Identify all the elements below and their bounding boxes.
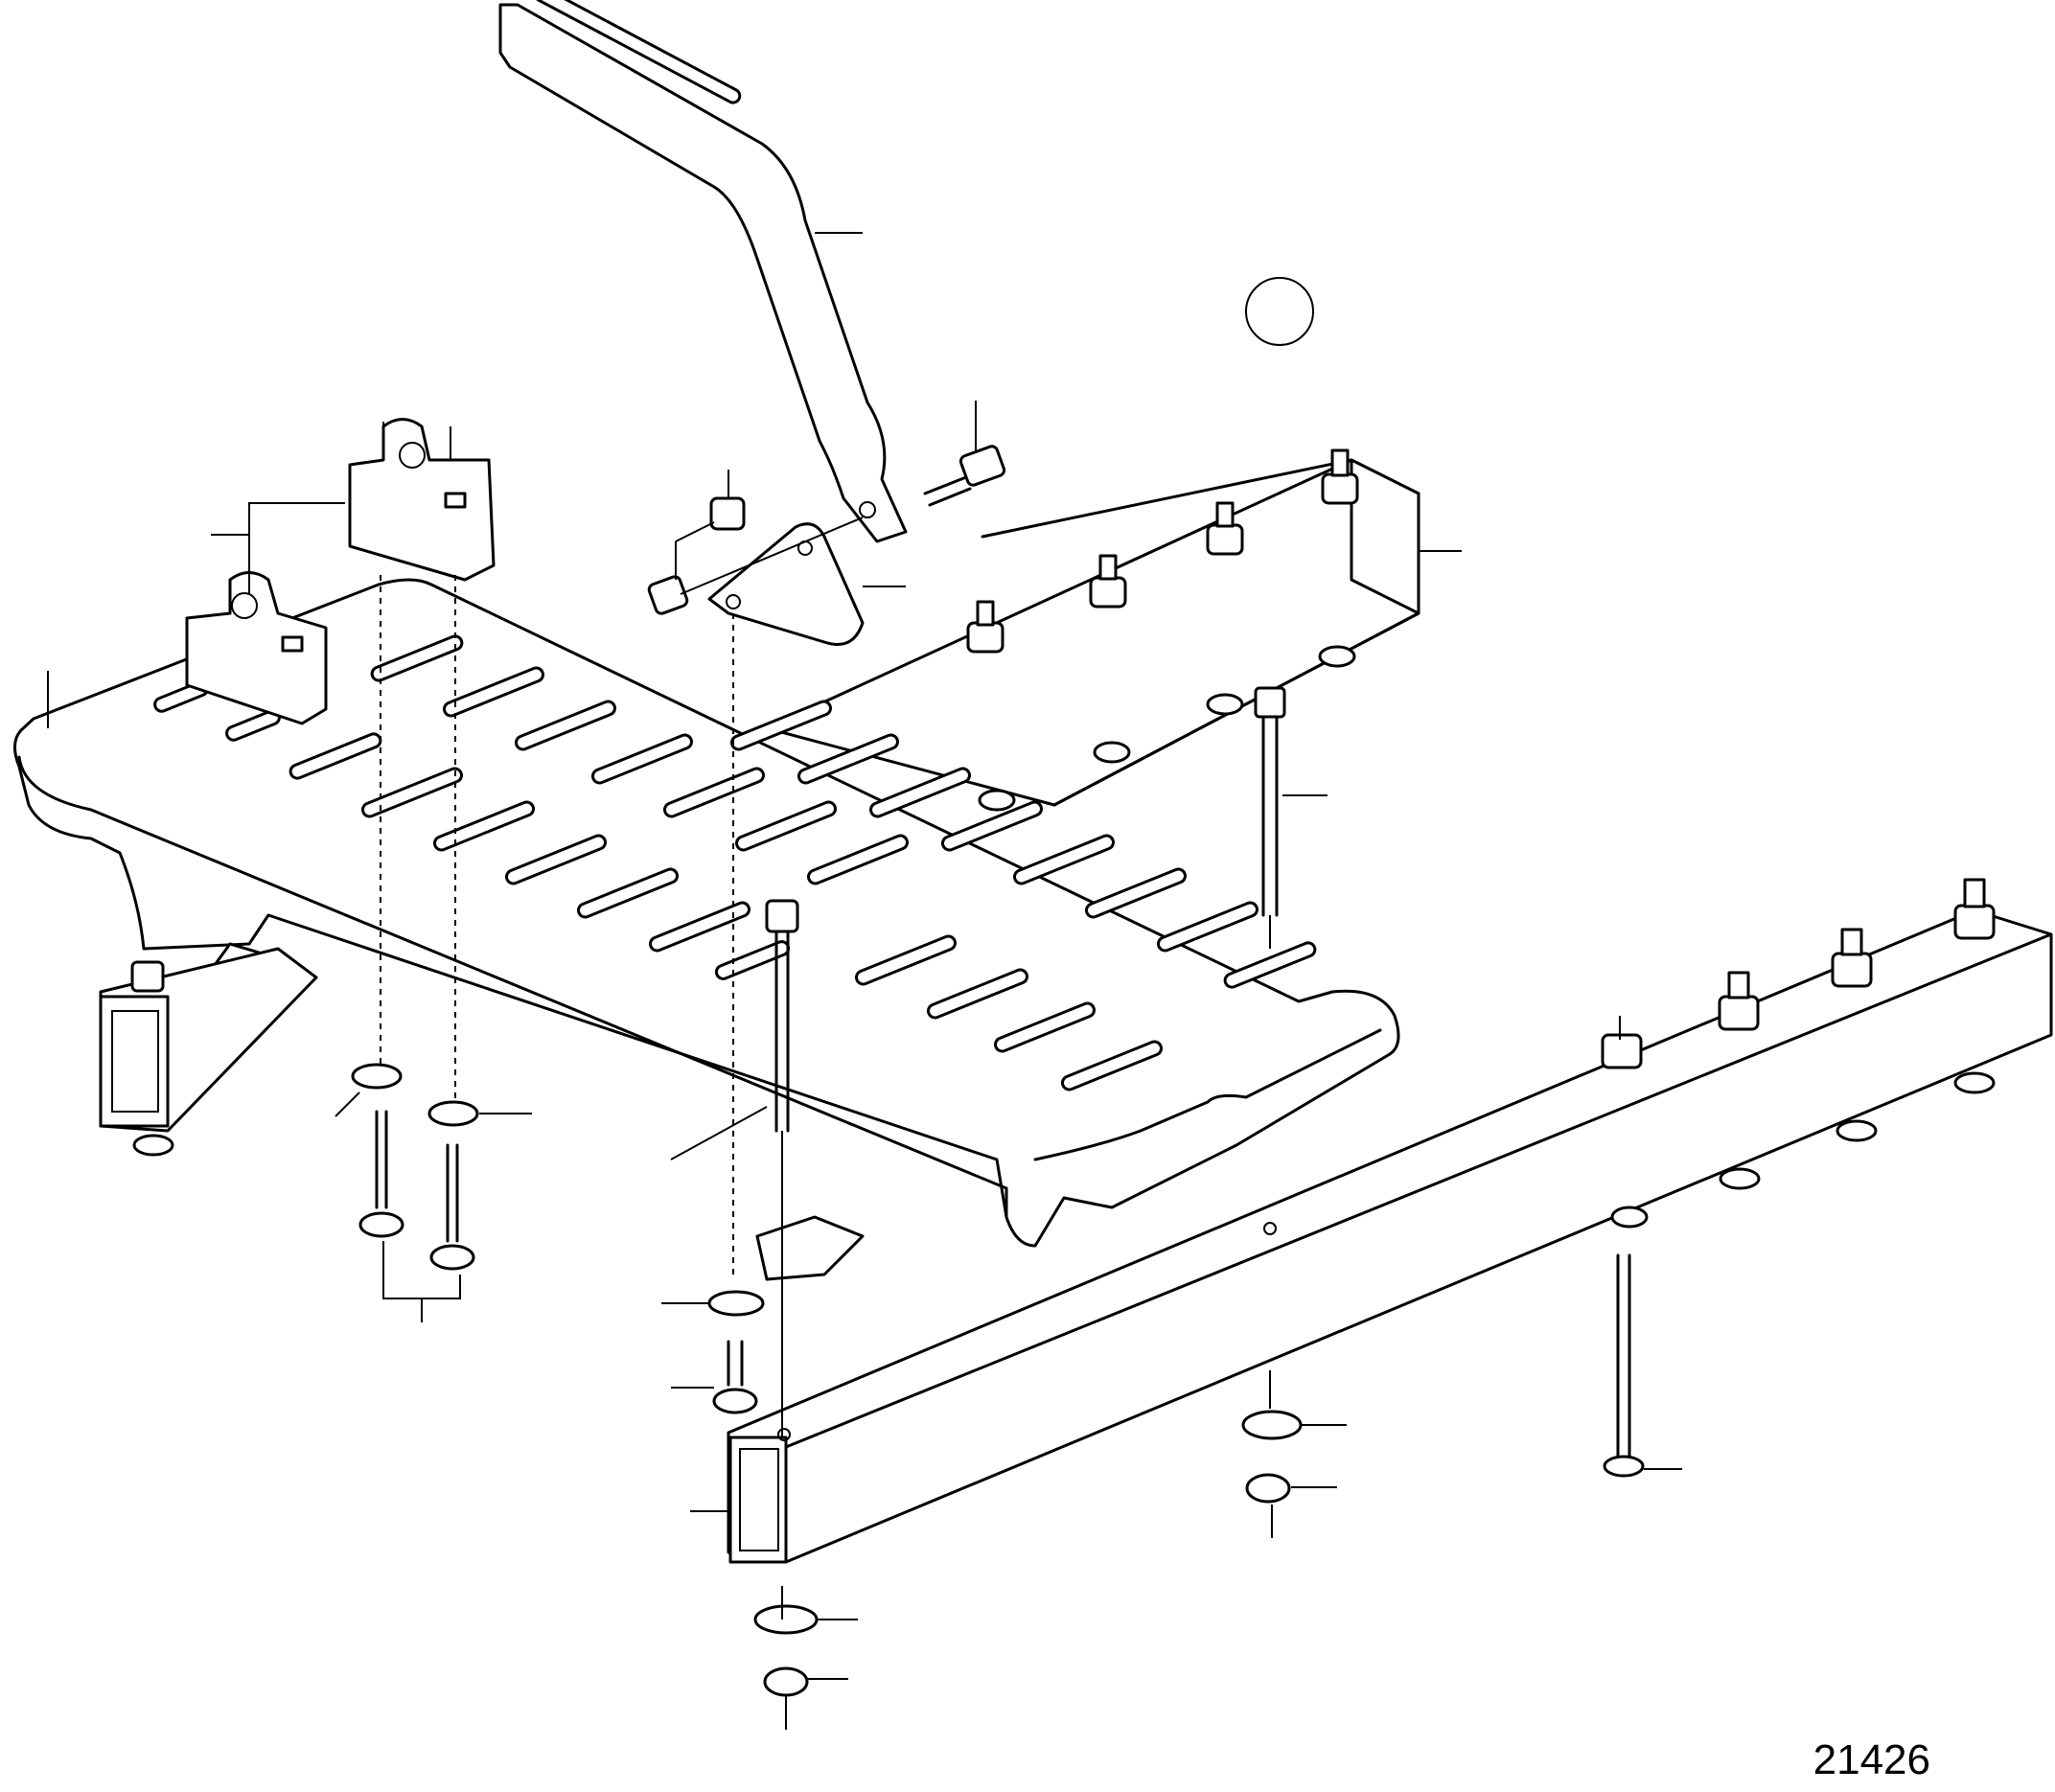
front-rail (727, 878, 2053, 1564)
rear-rail-studs (966, 448, 1359, 654)
leader-lines (47, 422, 1621, 1040)
rear-rail-nuts (978, 645, 1356, 812)
hinge-block-rear (348, 418, 496, 582)
front-fasteners (690, 1510, 858, 1730)
front-rail-studs (1601, 878, 1996, 1069)
long-bolt-right (1254, 686, 1328, 949)
right-fasteners (1241, 1370, 1347, 1538)
projection-lines (380, 575, 734, 1275)
bracket-bolt (923, 401, 1006, 507)
long-bolt-center (670, 899, 799, 1437)
figure-number: 21426 (1813, 1736, 1930, 1783)
left-fasteners (335, 1063, 532, 1322)
long-bolt-front (1603, 1253, 1682, 1478)
left-rail (99, 947, 318, 1157)
center-fasteners (661, 1290, 765, 1414)
platform-slots (153, 634, 1317, 1091)
support-arm (498, 0, 908, 543)
front-rail-nuts (1610, 1071, 1996, 1229)
rear-rail (765, 448, 1420, 812)
circle-marker-icon (1245, 277, 1314, 346)
hinge-block-front (185, 571, 328, 725)
bracket-nuts (647, 470, 864, 615)
